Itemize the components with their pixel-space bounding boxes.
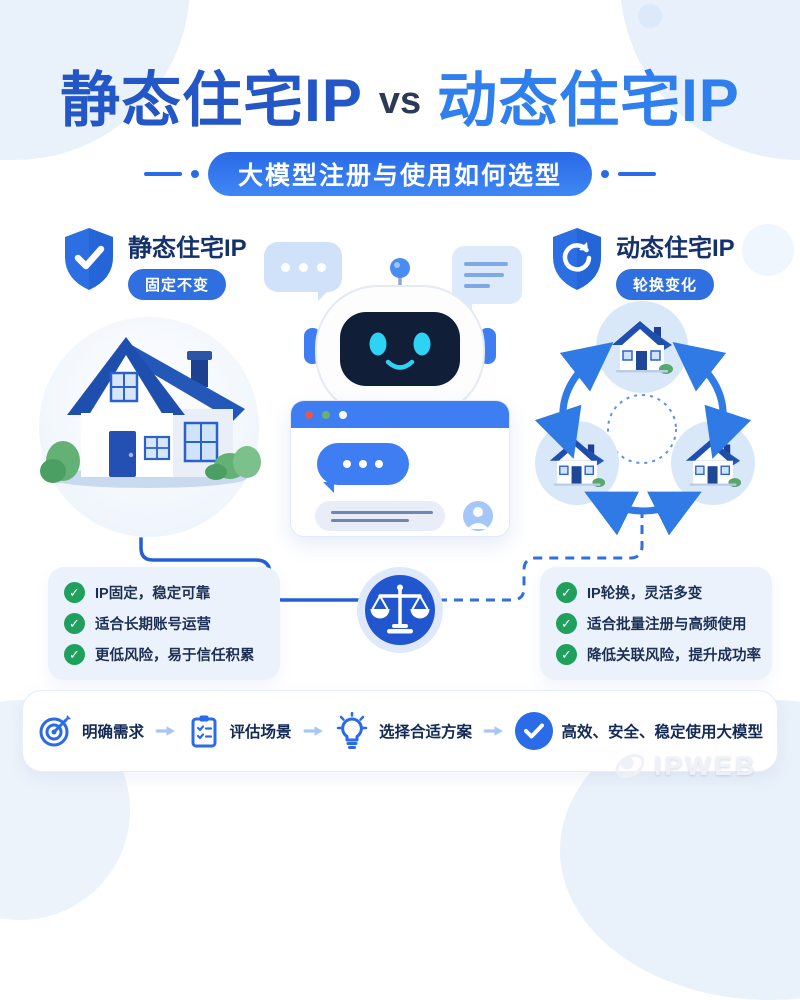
arrow-right-icon bbox=[303, 726, 323, 736]
list-item: ✓ 适合批量注册与高频使用 bbox=[556, 613, 756, 634]
robot-illustration bbox=[304, 258, 496, 408]
dynamic-ip-badge: 动态住宅IP 轮换变化 bbox=[550, 226, 735, 300]
static-ip-tag: 固定不变 bbox=[128, 269, 227, 300]
step-define-needs: 明确需求 bbox=[37, 713, 144, 749]
ipweb-globe-icon bbox=[615, 754, 645, 778]
speech-bubble-dots bbox=[264, 242, 342, 301]
clipboard-icon bbox=[191, 715, 216, 748]
subtitle-dot-left bbox=[190, 170, 199, 178]
speech-bubble-lines bbox=[452, 246, 522, 313]
static-features-card: ✓ IP固定，稳定可靠 ✓ 适合长期账号运营 ✓ 更低风险，易于信任积累 bbox=[48, 567, 280, 680]
list-item: ✓ 更低风险，易于信任积累 bbox=[64, 644, 264, 665]
dynamic-features-card: ✓ IP轮换，灵活多变 ✓ 适合批量注册与高频使用 ✓ 降低关联风险，提升成功率 bbox=[540, 567, 772, 680]
list-item: ✓ IP固定，稳定可靠 bbox=[64, 582, 264, 603]
list-item: ✓ 降低关联风险，提升成功率 bbox=[556, 644, 761, 665]
title-dynamic-ip: 动态住宅IP bbox=[437, 67, 740, 134]
check-icon: ✓ bbox=[556, 613, 577, 634]
balance-scale-icon bbox=[357, 567, 443, 653]
list-item: ✓ IP轮换，灵活多变 bbox=[556, 582, 756, 603]
subtitle-dash-right bbox=[618, 172, 656, 176]
title-static-ip: 静态住宅IP bbox=[60, 67, 363, 134]
lightbulb-icon bbox=[336, 712, 368, 749]
chat-window bbox=[290, 400, 510, 537]
shield-check-icon bbox=[65, 228, 113, 290]
chat-message-bubble bbox=[317, 443, 409, 493]
window-dot-red bbox=[305, 410, 313, 419]
dynamic-ip-tag: 轮换变化 bbox=[616, 269, 715, 300]
brand-name: IPWEB bbox=[654, 750, 758, 781]
static-feature-2: 适合长期账号运营 bbox=[95, 617, 211, 633]
background-dot-top-right bbox=[638, 4, 662, 28]
subtitle-dash-left bbox=[143, 172, 182, 176]
check-icon: ✓ bbox=[556, 582, 577, 603]
dynamic-feature-1: IP轮换，灵活多变 bbox=[587, 586, 703, 602]
static-feature-3: 更低风险，易于信任积累 bbox=[95, 648, 255, 664]
subtitle-row: 大模型注册与使用如何选型 bbox=[0, 152, 800, 196]
window-dot-green bbox=[322, 410, 330, 419]
shield-refresh-icon bbox=[553, 228, 601, 290]
check-icon: ✓ bbox=[64, 644, 85, 665]
step-choose-plan: 选择合适方案 bbox=[334, 712, 472, 750]
process-bar: 明确需求 评估场景 选择合适方案 bbox=[22, 690, 778, 772]
dynamic-rotation-illustration bbox=[534, 301, 755, 536]
background-dot-right bbox=[742, 224, 794, 276]
target-icon bbox=[39, 715, 71, 747]
check-icon: ✓ bbox=[64, 582, 85, 603]
static-ip-label: 静态住宅IP bbox=[128, 235, 247, 262]
static-ip-badge: 静态住宅IP 固定不变 bbox=[62, 226, 247, 300]
page-title: 静态住宅IP vs 动态住宅IP bbox=[0, 52, 800, 139]
chat-input-placeholder bbox=[315, 501, 445, 531]
step-evaluate-scenario: 评估场景 bbox=[187, 713, 292, 749]
check-circle-icon bbox=[514, 712, 553, 750]
list-item: ✓ 适合长期账号运营 bbox=[64, 613, 264, 634]
user-avatar-icon bbox=[463, 501, 493, 531]
dynamic-feature-2: 适合批量注册与高频使用 bbox=[587, 617, 747, 633]
arrow-right-icon bbox=[483, 726, 503, 736]
check-icon: ✓ bbox=[64, 613, 85, 634]
step-result: 高效、安全、稳定使用大模型 bbox=[514, 712, 763, 750]
subtitle-pill: 大模型注册与使用如何选型 bbox=[207, 152, 592, 196]
chat-window-header bbox=[291, 401, 509, 428]
dynamic-ip-label: 动态住宅IP bbox=[616, 235, 735, 262]
dynamic-feature-3: 降低关联风险，提升成功率 bbox=[587, 648, 761, 664]
static-house-illustration bbox=[39, 317, 261, 537]
check-icon: ✓ bbox=[556, 644, 577, 665]
window-dot-white bbox=[339, 410, 347, 419]
static-feature-1: IP固定，稳定可靠 bbox=[95, 586, 211, 602]
brand-watermark: IPWEB bbox=[612, 748, 758, 784]
subtitle-dot-right bbox=[601, 170, 609, 178]
title-vs: vs bbox=[378, 80, 422, 122]
arrow-right-icon bbox=[155, 726, 175, 736]
